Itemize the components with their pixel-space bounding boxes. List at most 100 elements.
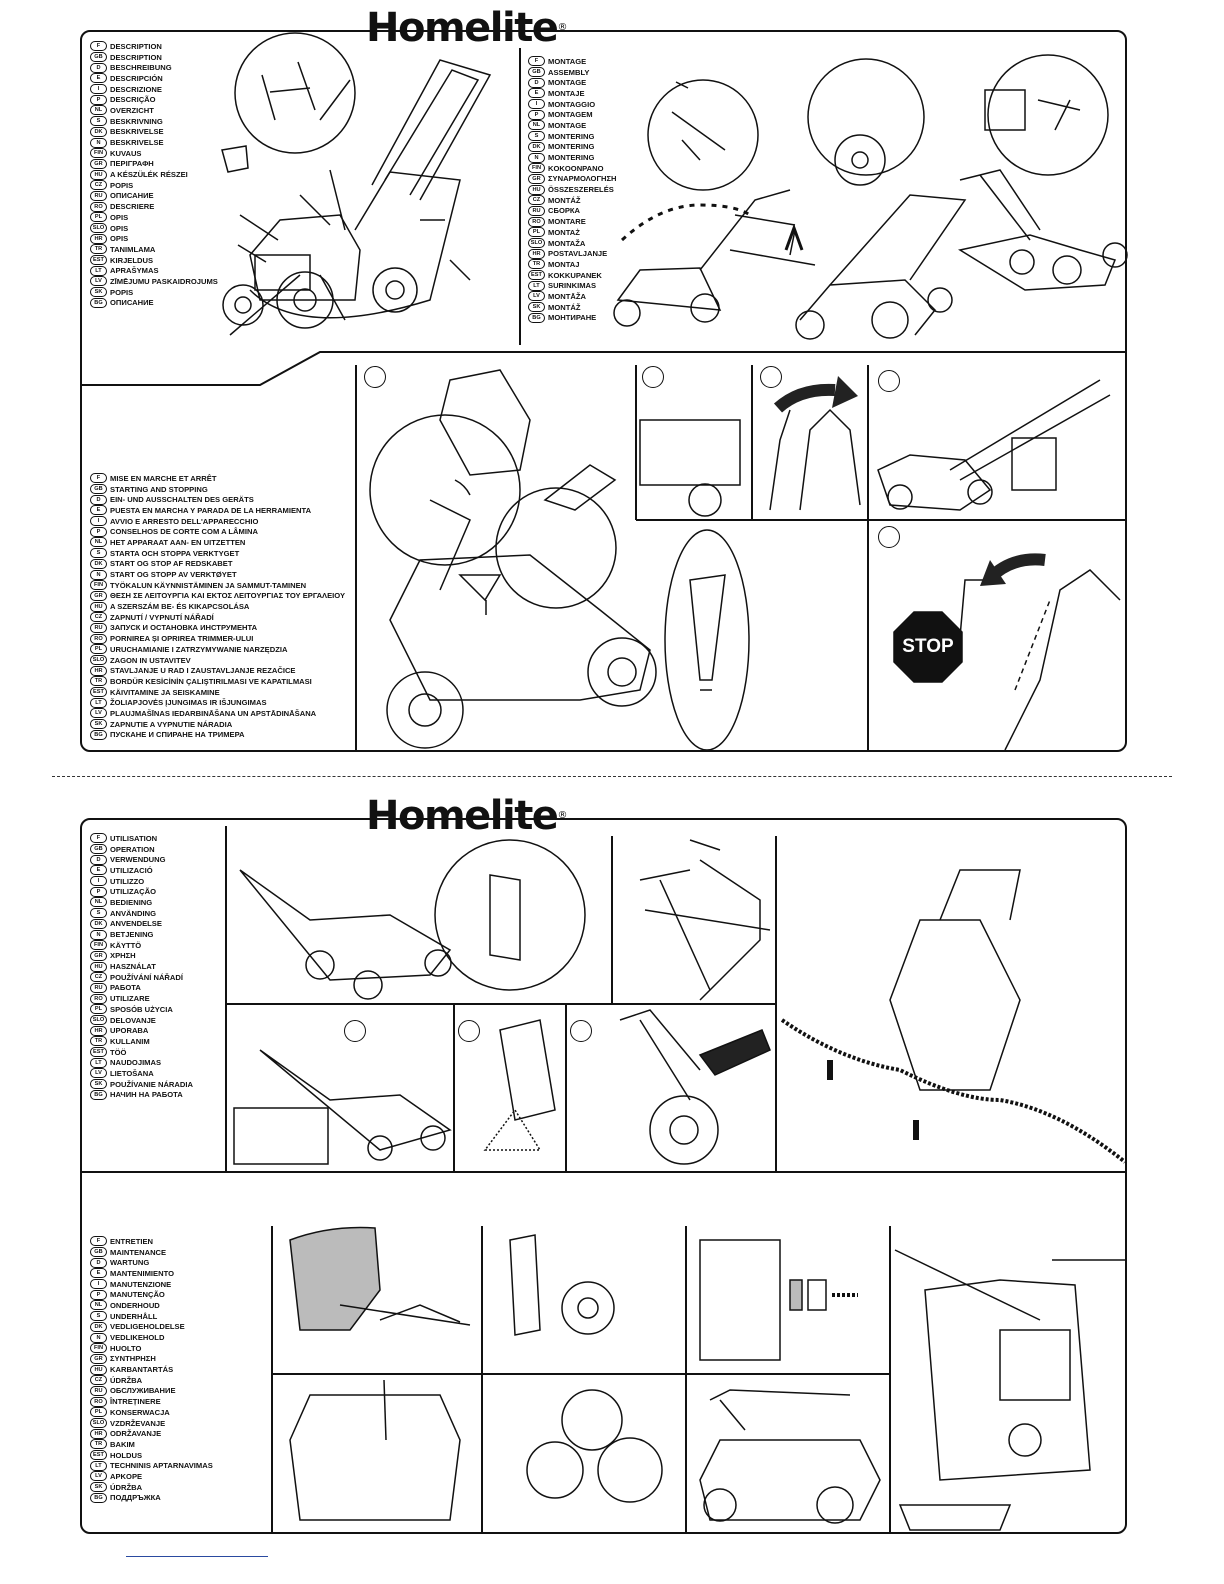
language-code-badge: RU [90, 622, 107, 633]
language-code-badge: FIN [90, 580, 107, 591]
language-label: ÚDRŽBA [110, 1375, 143, 1385]
language-label: STARTA OCH STOPPA VERKTYGET [110, 548, 240, 558]
language-label: BESCHREIBUNG [110, 63, 172, 73]
language-label: UTILIZACIÓ [110, 865, 153, 875]
bottom-sheet-frame [80, 818, 1127, 1534]
op-step-2-circle [458, 1020, 480, 1042]
language-label: ОПИСАНИЕ [110, 191, 154, 201]
language-code-badge: CZ [90, 180, 107, 191]
language-code-badge: SLO [90, 223, 107, 234]
language-code-badge: S [90, 116, 107, 127]
language-code-badge: I [90, 84, 107, 95]
language-label: ZAGON IN USTAVITEV [110, 655, 191, 665]
language-code-badge: N [90, 929, 107, 940]
language-code-badge: RU [528, 205, 545, 216]
language-code-badge: GB [90, 52, 107, 63]
language-label: MONTĀŽA [548, 291, 586, 301]
op-step-3-circle [570, 1020, 592, 1042]
language-code-badge: SK [528, 302, 545, 313]
language-label: TÖÖ [110, 1047, 127, 1057]
op-step-1-circle [344, 1020, 366, 1042]
language-label: APRAŠYMAS [110, 266, 159, 276]
language-label: DELOVANJE [110, 1015, 156, 1025]
language-code-badge: GB [90, 1247, 107, 1258]
language-code-badge: BG [90, 729, 107, 740]
stop-sign-shape [893, 611, 963, 683]
operation-drawings [233, 839, 1127, 1165]
language-label: ЗАПУСК И ОСТАНОВКА ИНСТРУМЕНТА [110, 623, 258, 633]
language-code-badge: GB [90, 844, 107, 855]
language-code-badge: E [90, 73, 107, 84]
language-code-badge: S [90, 548, 107, 559]
language-label: APKOPE [110, 1471, 143, 1481]
language-code-badge: I [90, 516, 107, 527]
language-label: MAINTENANCE [110, 1247, 167, 1257]
language-code-badge: BG [528, 312, 545, 323]
language-code-badge: RO [90, 633, 107, 644]
language-label: VERWENDUNG [110, 855, 166, 865]
language-label: OPIS [110, 223, 129, 233]
language-label: MANTENIMIENTO [110, 1268, 174, 1278]
stop-sign-label: STOP [902, 636, 954, 657]
language-code-badge: DK [528, 141, 545, 152]
language-label: KIRJELDUS [110, 255, 154, 265]
language-label: ONDERHOUD [110, 1300, 160, 1310]
language-code-badge: EST [528, 270, 545, 281]
language-label: ÖSSZESZERELÉS [548, 185, 614, 195]
language-code-badge: PL [90, 1407, 107, 1418]
language-code-badge: BG [90, 297, 107, 308]
language-code-badge: CZ [90, 1375, 107, 1386]
language-code-badge: RU [90, 1385, 107, 1396]
language-label: MISE EN MARCHE ET ARRÊT [110, 473, 217, 483]
language-code-badge: PL [90, 212, 107, 223]
language-code-badge: S [90, 1311, 107, 1322]
language-label: TYÖKALUN KÄYNNISTÄMINEN JA SAMMUT-TAMINE… [110, 580, 307, 590]
step-5-circle [878, 526, 900, 548]
language-label: ŽOLIAPJOVĖS ĮJUNGIMAS IR IŠJUNGIMAS [110, 698, 267, 708]
language-code-badge: PL [528, 227, 545, 238]
language-code-badge: S [528, 131, 545, 142]
language-label: NAUDOJIMAS [110, 1058, 162, 1068]
language-label: MONTAGE [548, 120, 587, 130]
language-code-badge: LT [528, 280, 545, 291]
language-label: ПОДДРЪЖКА [110, 1493, 161, 1503]
language-code-badge: N [90, 137, 107, 148]
language-code-badge: DK [90, 126, 107, 137]
language-code-badge: BG [90, 1492, 107, 1503]
step-1-circle [364, 366, 386, 388]
language-code-badge: LT [90, 265, 107, 276]
language-label: POUŽÍVÁNÍ NÁŘADÍ [110, 972, 183, 982]
language-code-badge: P [528, 109, 545, 120]
language-label: DESCRIPTION [110, 41, 162, 51]
language-label: ОБСЛУЖИВАНИЕ [110, 1386, 176, 1396]
language-label: OPERATION [110, 844, 155, 854]
